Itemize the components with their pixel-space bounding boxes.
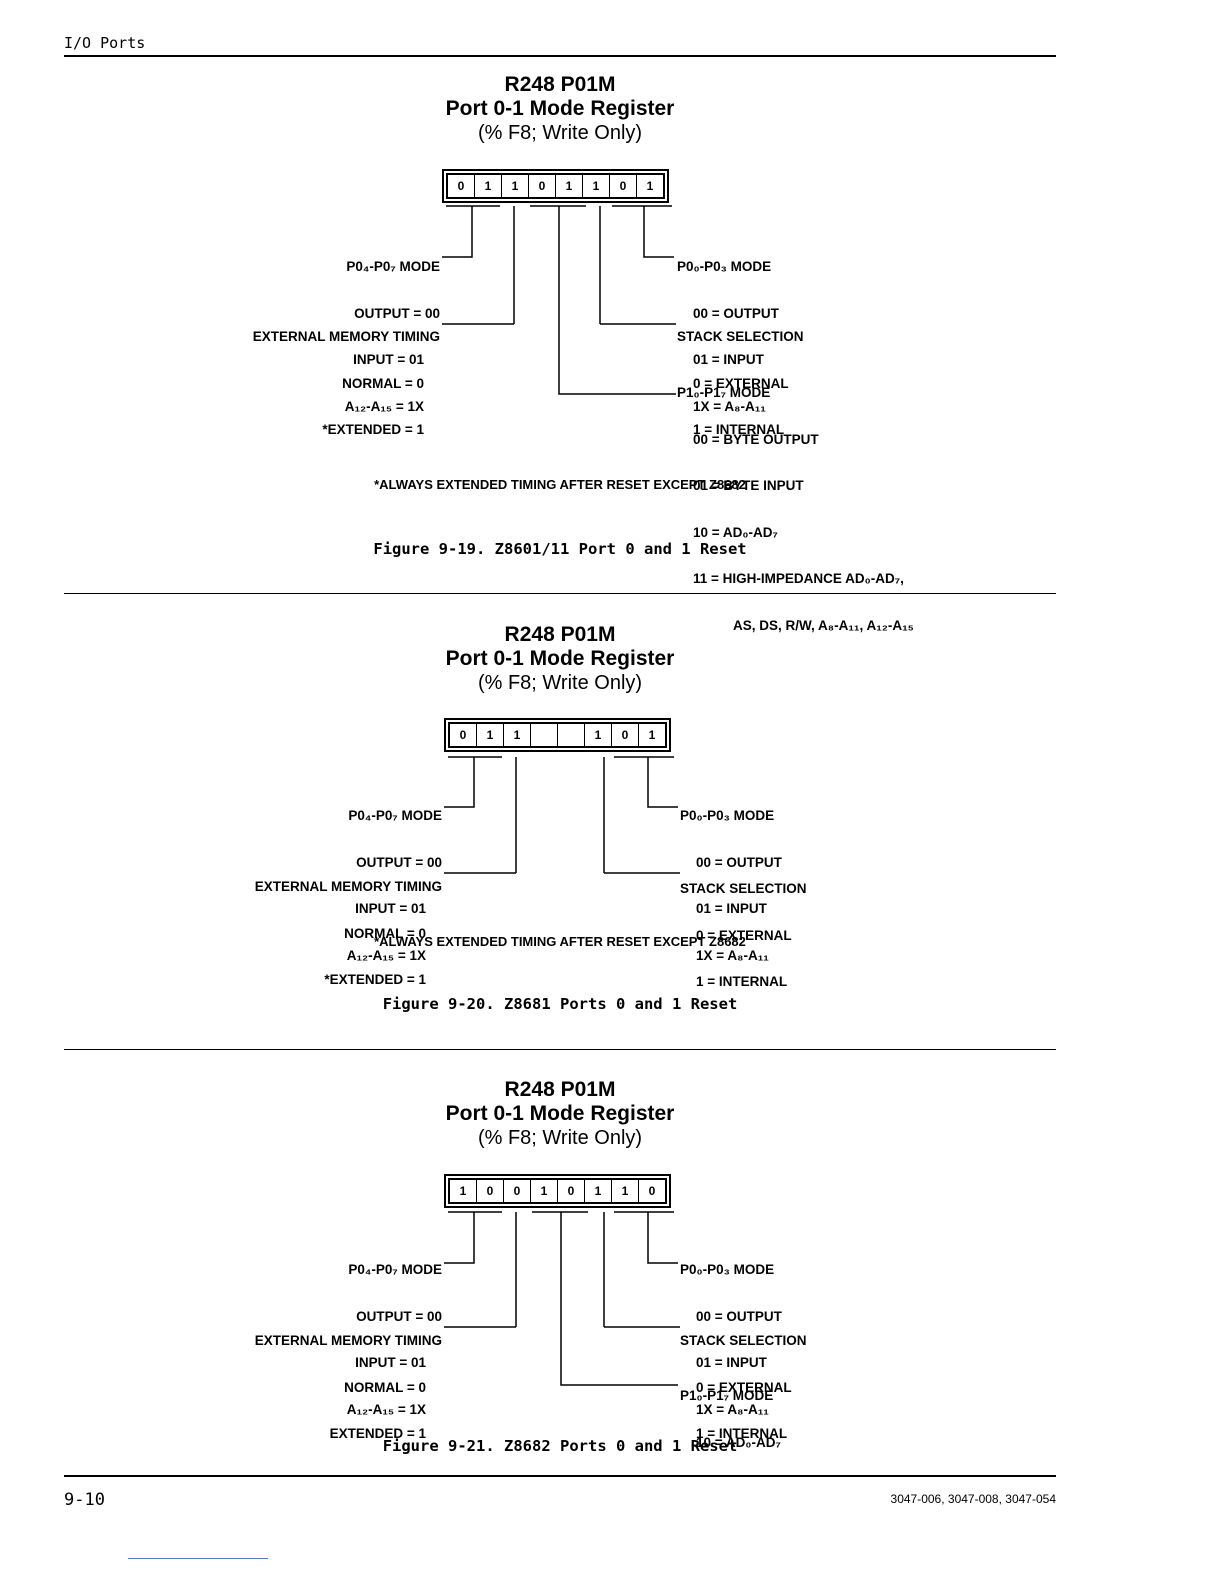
bit-6: 0 [477, 1180, 504, 1202]
bit-0: 0 [648, 1184, 656, 1198]
register-bits: 0 1 1 1 0 1 [444, 718, 671, 752]
bit-3 [558, 724, 585, 746]
bit-field-leader-lines [442, 205, 676, 395]
bit-4 [531, 724, 558, 746]
bit-field-leader-lines [444, 1211, 680, 1386]
bit-2: 1 [585, 1180, 612, 1202]
port0-high-mode-label: P0₄-P0₇ MODE OUTPUT = 00 INPUT = 01 A₁₂-… [344, 259, 440, 414]
port0-high-mode-label: P0₄-P0₇ MODE OUTPUT = 00 INPUT = 01 A₁₂-… [346, 1262, 442, 1417]
stack-selection-label: STACK SELECTION 0 = EXTERNAL 1 = INTERNA… [680, 1333, 807, 1441]
bit-6: 1 [477, 724, 504, 746]
bit-5: 1 [502, 175, 529, 197]
figure-9-21: R248 P01M Port 0-1 Mode Register (% F8; … [64, 1065, 1056, 1465]
memory-timing-label: EXTERNAL MEMORY TIMING NORMAL = 0 EXTEND… [254, 1333, 442, 1441]
bit-6: 1 [475, 175, 502, 197]
bit-3: 0 [558, 1180, 585, 1202]
figure-caption: Figure 9-19. Z8601/11 Port 0 and 1 Reset [373, 540, 747, 558]
bit-4: 1 [531, 1180, 558, 1202]
stack-selection-label: STACK SELECTION 0 = EXTERNAL 1 = INTERNA… [680, 881, 807, 989]
timing-footnote: *ALWAYS EXTENDED TIMING AFTER RESET EXCE… [374, 934, 746, 949]
register-bits: 1 0 0 1 0 1 1 0 [444, 1174, 671, 1208]
bit-7: 1 [450, 1180, 477, 1202]
figure-caption: Figure 9-20. Z8681 Ports 0 and 1 Reset [382, 995, 738, 1013]
port1-mode-label: P1₀-P1₇ MODE 00 = BYTE OUTPUT 01 = BYTE … [677, 385, 914, 633]
bit-7: 0 [448, 175, 475, 197]
figure-references: 3047-006, 3047-008, 3047-054 [890, 1492, 1056, 1506]
bit-0: 1 [646, 179, 654, 193]
port0-low-mode-label: P0₀-P0₃ MODE 00 = OUTPUT 01 = INPUT 1X =… [680, 1262, 782, 1417]
memory-timing-label: EXTERNAL MEMORY TIMING NORMAL = 0 *EXTEN… [252, 329, 440, 437]
register-address: (% F8; Write Only) [477, 672, 643, 694]
bit-1: 1 [612, 1180, 639, 1202]
bit-1: 0 [610, 175, 637, 197]
page-number: 9-10 [64, 1490, 105, 1510]
figure-9-19: R248 P01M Port 0-1 Mode Register (% F8; … [64, 60, 1056, 633]
footer-rule [64, 1475, 1056, 1477]
port0-low-mode-label: P0₀-P0₃ MODE 00 = OUTPUT 01 = INPUT 1X =… [677, 259, 779, 414]
port0-high-mode-label: P0₄-P0₇ MODE OUTPUT = 00 INPUT = 01 A₁₂-… [346, 808, 442, 963]
port0-low-mode-label: P0₀-P0₃ MODE 00 = OUTPUT 01 = INPUT 1X =… [680, 808, 782, 963]
register-subtitle: Port 0-1 Mode Register [445, 647, 675, 670]
register-title: R248 P01M [504, 1078, 616, 1101]
port1-mode-label: P1₀-P1₇ MODE 10 = AD₀-AD₇ [680, 1388, 781, 1450]
scan-artifact-line [128, 1558, 268, 1559]
header-rule [64, 55, 1056, 57]
bit-4: 0 [529, 175, 556, 197]
bit-5: 0 [504, 1180, 531, 1202]
register-subtitle: Port 0-1 Mode Register [445, 97, 675, 120]
memory-timing-label: EXTERNAL MEMORY TIMING NORMAL = 0 *EXTEN… [254, 879, 442, 987]
figure-divider [64, 593, 1056, 594]
register-address: (% F8; Write Only) [477, 122, 643, 144]
section-header: I/O Ports [64, 34, 146, 52]
register-subtitle: Port 0-1 Mode Register [445, 1102, 675, 1125]
bit-2: 1 [583, 175, 610, 197]
bit-7: 0 [450, 724, 477, 746]
bit-field-leader-lines [444, 756, 680, 874]
bit-3: 1 [556, 175, 583, 197]
figure-9-20: R248 P01M Port 0-1 Mode Register (% F8; … [64, 610, 1056, 1030]
register-title: R248 P01M [504, 73, 616, 96]
figure-caption: Figure 9-21. Z8682 Ports 0 and 1 Reset [382, 1437, 738, 1455]
bit-0: 1 [648, 728, 656, 742]
bit-1: 0 [612, 724, 639, 746]
register-title: R248 P01M [504, 623, 616, 646]
register-bits: 0 1 1 0 1 1 0 1 [442, 169, 669, 203]
bit-5: 1 [504, 724, 531, 746]
bit-2: 1 [585, 724, 612, 746]
timing-footnote: *ALWAYS EXTENDED TIMING AFTER RESET EXCE… [374, 477, 746, 492]
register-address: (% F8; Write Only) [477, 1127, 643, 1149]
figure-divider [64, 1049, 1056, 1050]
stack-selection-label: STACK SELECTION 0 = EXTERNAL 1 = INTERNA… [677, 329, 804, 437]
